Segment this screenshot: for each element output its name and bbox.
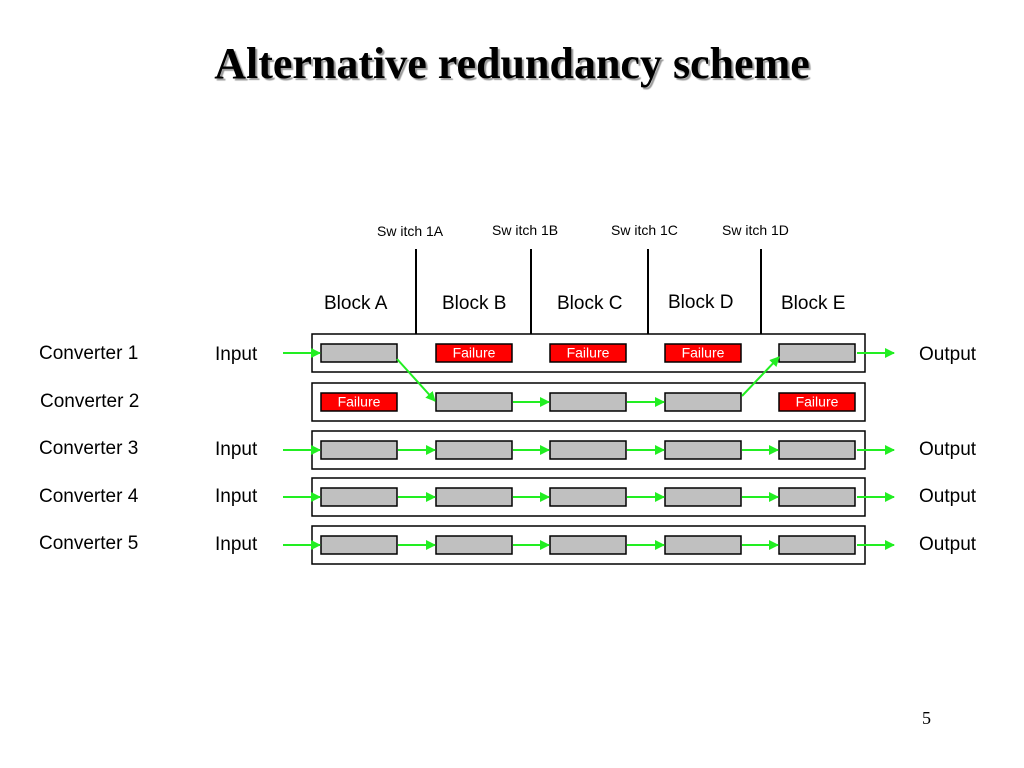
converter-2-block-c xyxy=(549,392,627,412)
converter-label-5: Converter 5 xyxy=(39,533,139,554)
block-label-c: Block C xyxy=(557,293,623,314)
block-label-e: Block E xyxy=(781,293,846,314)
block-label-d: Block D xyxy=(668,292,734,313)
block-label-b: Block B xyxy=(442,293,507,314)
converter-1-block-b-failure xyxy=(435,343,513,363)
converter-1-block-c-failure xyxy=(549,343,627,363)
input-label-5: Input xyxy=(215,534,258,555)
switch-label-1c: Sw itch 1C xyxy=(611,222,678,238)
output-label-4: Output xyxy=(919,486,977,507)
converter-3-block-c xyxy=(549,440,627,460)
switch-label-1b: Sw itch 1B xyxy=(492,222,559,238)
failure-label: Failure xyxy=(453,345,496,361)
converter-3-block-b xyxy=(435,440,513,460)
input-label-1: Input xyxy=(215,344,258,365)
reroute-arrows xyxy=(396,356,780,402)
converter-2-block-b xyxy=(435,392,513,412)
converter-1-block-d-failure xyxy=(664,343,742,363)
converter-5-block-d xyxy=(664,535,742,555)
converter-5-block-a xyxy=(320,535,398,555)
slide-title: Alternative redundancy scheme xyxy=(214,39,810,88)
switch-label-1d: Sw itch 1D xyxy=(722,222,789,238)
converter-1-block-e xyxy=(778,343,856,363)
converter-3-block-e xyxy=(778,440,856,460)
failure-label: Failure xyxy=(682,345,725,361)
converter-3-block-a xyxy=(320,440,398,460)
block-label-a: Block A xyxy=(324,293,388,314)
converter-5-block-e xyxy=(778,535,856,555)
output-label-5: Output xyxy=(919,534,977,555)
converter-4-block-a xyxy=(320,487,398,507)
converter-5-block-b xyxy=(435,535,513,555)
converter-4-block-b xyxy=(435,487,513,507)
converter-2-block-e-failure xyxy=(778,392,856,412)
converter-1-block-a xyxy=(320,343,398,363)
switch-label-1a: Sw itch 1A xyxy=(377,223,444,239)
reroute-up-arrow xyxy=(741,356,780,397)
output-label-3: Output xyxy=(919,439,977,460)
converter-label-2: Converter 2 xyxy=(40,391,140,412)
converter-label-1: Converter 1 xyxy=(39,343,139,364)
converter-2-block-a-failure xyxy=(320,392,398,412)
input-label-3: Input xyxy=(215,439,258,460)
converter-2-block-d xyxy=(664,392,742,412)
failure-label: Failure xyxy=(338,394,381,410)
converter-4-block-c xyxy=(549,487,627,507)
page-number: 5 xyxy=(922,708,931,728)
failure-label: Failure xyxy=(567,345,610,361)
converter-4-block-d xyxy=(664,487,742,507)
converter-4-block-e xyxy=(778,487,856,507)
output-label-1: Output xyxy=(919,344,977,365)
input-label-4: Input xyxy=(215,486,258,507)
converter-label-3: Converter 3 xyxy=(39,438,139,459)
failure-label: Failure xyxy=(796,394,839,410)
converter-label-4: Converter 4 xyxy=(39,486,139,507)
converter-3-block-d xyxy=(664,440,742,460)
reroute-down-arrow xyxy=(396,358,436,402)
converter-5-block-c xyxy=(549,535,627,555)
